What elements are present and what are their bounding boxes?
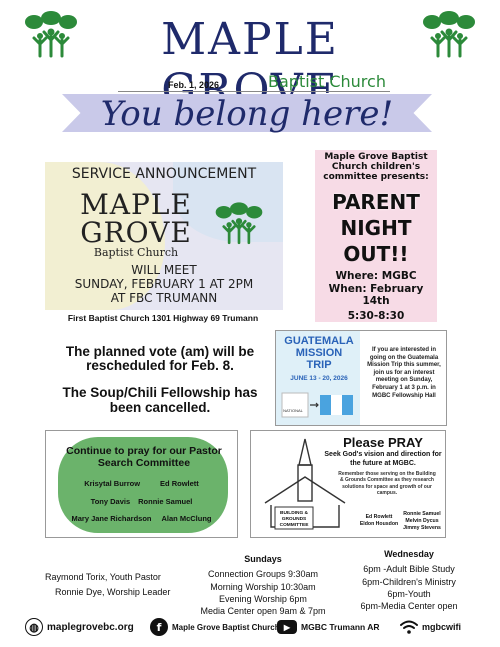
youtube-label: MGBC Trumann AR bbox=[301, 622, 380, 632]
youtube-link[interactable]: ▶ MGBC Trumann AR bbox=[277, 617, 380, 637]
globe-icon: ◍ bbox=[25, 618, 43, 636]
schedule-item: Media Center open 9am & 7pm bbox=[200, 606, 326, 617]
schedule-item: Morning Worship 10:30am bbox=[210, 581, 316, 592]
facebook-link[interactable]: f Maple Grove Baptist Church bbox=[150, 617, 280, 637]
pray-names-right: Ronnie Samuel Melvin Dycus Jimmy Stevens bbox=[401, 511, 443, 532]
mission-title: GUATEMALA MISSION TRIP bbox=[280, 335, 358, 371]
tree-logo-right-icon bbox=[423, 11, 475, 58]
pastor-search-row: Tony Davis Ronnie Samuel bbox=[46, 497, 237, 506]
mission-title-line1: GUATEMALA bbox=[284, 335, 354, 347]
soup-notice: The Soup/Chili Fellowship has been cance… bbox=[62, 385, 258, 415]
committee-member: Ronnie Samuel bbox=[138, 497, 193, 506]
committee-member: Melvin Dycus bbox=[405, 518, 439, 524]
bulletin-date: Feb. 1, 2026 bbox=[168, 80, 220, 90]
pastor-search-row: Mary Jane Richardson Alan McClung bbox=[46, 514, 237, 523]
card-decoration bbox=[45, 162, 165, 310]
tagline-banner bbox=[62, 94, 432, 132]
youtube-icon: ▶ bbox=[277, 620, 297, 634]
parent-night-where: Where: MGBC bbox=[335, 270, 417, 282]
wednesday-schedule: Wednesday 6pm -Adult Bible Study 6pm-Chi… bbox=[354, 548, 464, 612]
service-line3: AT FBC TRUMANN bbox=[110, 291, 218, 305]
sunday-heading: Sundays bbox=[244, 554, 282, 564]
committee-member: Mary Jane Richardson bbox=[71, 514, 152, 523]
pastor-search-heading: Continue to pray for our Pastor Search C… bbox=[66, 445, 222, 469]
schedule-item: 6pm-Youth bbox=[387, 588, 431, 599]
committee-member: Alan McClung bbox=[161, 514, 212, 523]
staff-list: Raymond Torix, Youth Pastor Ronnie Dye, … bbox=[45, 570, 170, 600]
church-subtitle: Baptist Church bbox=[268, 72, 386, 91]
committee-member: Tony Davis bbox=[90, 497, 131, 506]
parent-night-title1: PARENT bbox=[332, 190, 420, 214]
parent-night-title3: OUT!! bbox=[343, 242, 409, 266]
facebook-icon: f bbox=[150, 618, 168, 636]
facebook-label: Maple Grove Baptist Church bbox=[172, 622, 280, 632]
footer: ◍ maplegrovebc.org f Maple Grove Baptist… bbox=[25, 617, 495, 637]
tree-logo-icon bbox=[215, 202, 263, 245]
parent-night-when: When: February 14th bbox=[328, 283, 424, 307]
mission-dates: JUNE 13 - 20, 2026 bbox=[290, 375, 348, 382]
staff-member: Raymond Torix, Youth Pastor bbox=[45, 572, 161, 582]
wifi-info: mgbcwifi bbox=[399, 617, 461, 637]
header-divider bbox=[118, 91, 390, 92]
service-line1: WILL MEET bbox=[131, 263, 197, 277]
committee-member: Ed Rowlett bbox=[160, 479, 199, 488]
please-pray-card: BUILDING & GROUNDS COMMITTEE Please PRAY… bbox=[250, 430, 446, 538]
parent-night-time: 5:30-8:30 bbox=[347, 310, 405, 322]
wifi-label: mgbcwifi bbox=[422, 622, 462, 632]
pray-body: Remember those serving on the Building &… bbox=[338, 471, 436, 496]
mission-trip-card: GUATEMALA MISSION TRIP JUNE 13 - 20, 202… bbox=[275, 330, 447, 426]
schedule-item: Evening Worship 6pm bbox=[219, 593, 307, 604]
service-logo-line1: MAPLE bbox=[80, 188, 192, 221]
notices: The planned vote (am) will be reschedule… bbox=[55, 344, 265, 415]
committee-member: Krisytal Burrow bbox=[84, 479, 141, 488]
tagline: You belong here! bbox=[100, 94, 394, 134]
parent-night-card: Maple Grove Baptist Church children's co… bbox=[315, 150, 437, 322]
schedule-item: 6pm -Adult Bible Study bbox=[363, 564, 455, 575]
committee-member: Ronnie Samuel bbox=[403, 511, 441, 517]
parent-night-title2: NIGHT bbox=[340, 216, 412, 240]
schedule-item: Connection Groups 9:30am bbox=[207, 569, 319, 580]
pray-heading: Please PRAY bbox=[343, 435, 423, 450]
service-announcement-card: SERVICE ANNOUNCEMENT MAPLE GROVE Baptist… bbox=[45, 162, 283, 310]
sunday-schedule: Sundays Connection Groups 9:30am Morning… bbox=[198, 553, 328, 617]
schedule-item: 6pm-Media Center open bbox=[360, 601, 458, 612]
pray-subheading: Seek God's vision and direction for the … bbox=[324, 451, 442, 467]
church-title: MAPLE GROVE bbox=[161, 14, 339, 116]
pray-names-left: Ed Rowlett Eldon Housdon bbox=[359, 514, 399, 528]
parent-night-intro: Maple Grove Baptist Church children's co… bbox=[323, 152, 429, 182]
service-line2: SUNDAY, FEBRUARY 1 AT 2PM bbox=[74, 277, 254, 291]
pastor-search-row: Krisytal Burrow Ed Rowlett bbox=[46, 479, 237, 488]
wifi-icon bbox=[400, 620, 418, 634]
committee-member: Ed Rowlett bbox=[365, 514, 393, 520]
pastor-search-oval bbox=[58, 437, 228, 533]
service-logo-line2: GROVE bbox=[80, 216, 192, 249]
website-label: maplegrovebc.org bbox=[47, 621, 134, 633]
wednesday-heading: Wednesday bbox=[384, 549, 434, 559]
service-heading: SERVICE ANNOUNCEMENT bbox=[71, 166, 257, 182]
church-building-icon bbox=[264, 438, 346, 530]
committee-sign: BUILDING & GROUNDS COMMITTEE bbox=[279, 511, 309, 528]
mission-body: If you are interested in going on the Gu… bbox=[367, 347, 441, 399]
staff-member: Ronnie Dye, Worship Leader bbox=[55, 587, 171, 597]
mission-title-line3: TRIP bbox=[306, 359, 332, 371]
committee-member: Eldon Housdon bbox=[359, 521, 399, 527]
mission-title-line2: MISSION bbox=[295, 347, 343, 359]
vote-notice: The planned vote (am) will be reschedule… bbox=[65, 344, 255, 374]
pastor-search-card: Continue to pray for our Pastor Search C… bbox=[45, 430, 238, 538]
website-link[interactable]: ◍ maplegrovebc.org bbox=[25, 617, 134, 637]
committee-member: Jimmy Stevens bbox=[403, 525, 441, 531]
guatemala-flag-icon bbox=[281, 392, 353, 418]
service-caption: First Baptist Church 1301 Highway 69 Tru… bbox=[67, 313, 259, 323]
mission-logo-text: NATIONAL bbox=[283, 408, 303, 413]
tree-logo-left-icon bbox=[25, 11, 77, 58]
schedule-item: 6pm-Children's Ministry bbox=[362, 576, 456, 587]
service-logo-line3: Baptist Church bbox=[93, 246, 179, 259]
